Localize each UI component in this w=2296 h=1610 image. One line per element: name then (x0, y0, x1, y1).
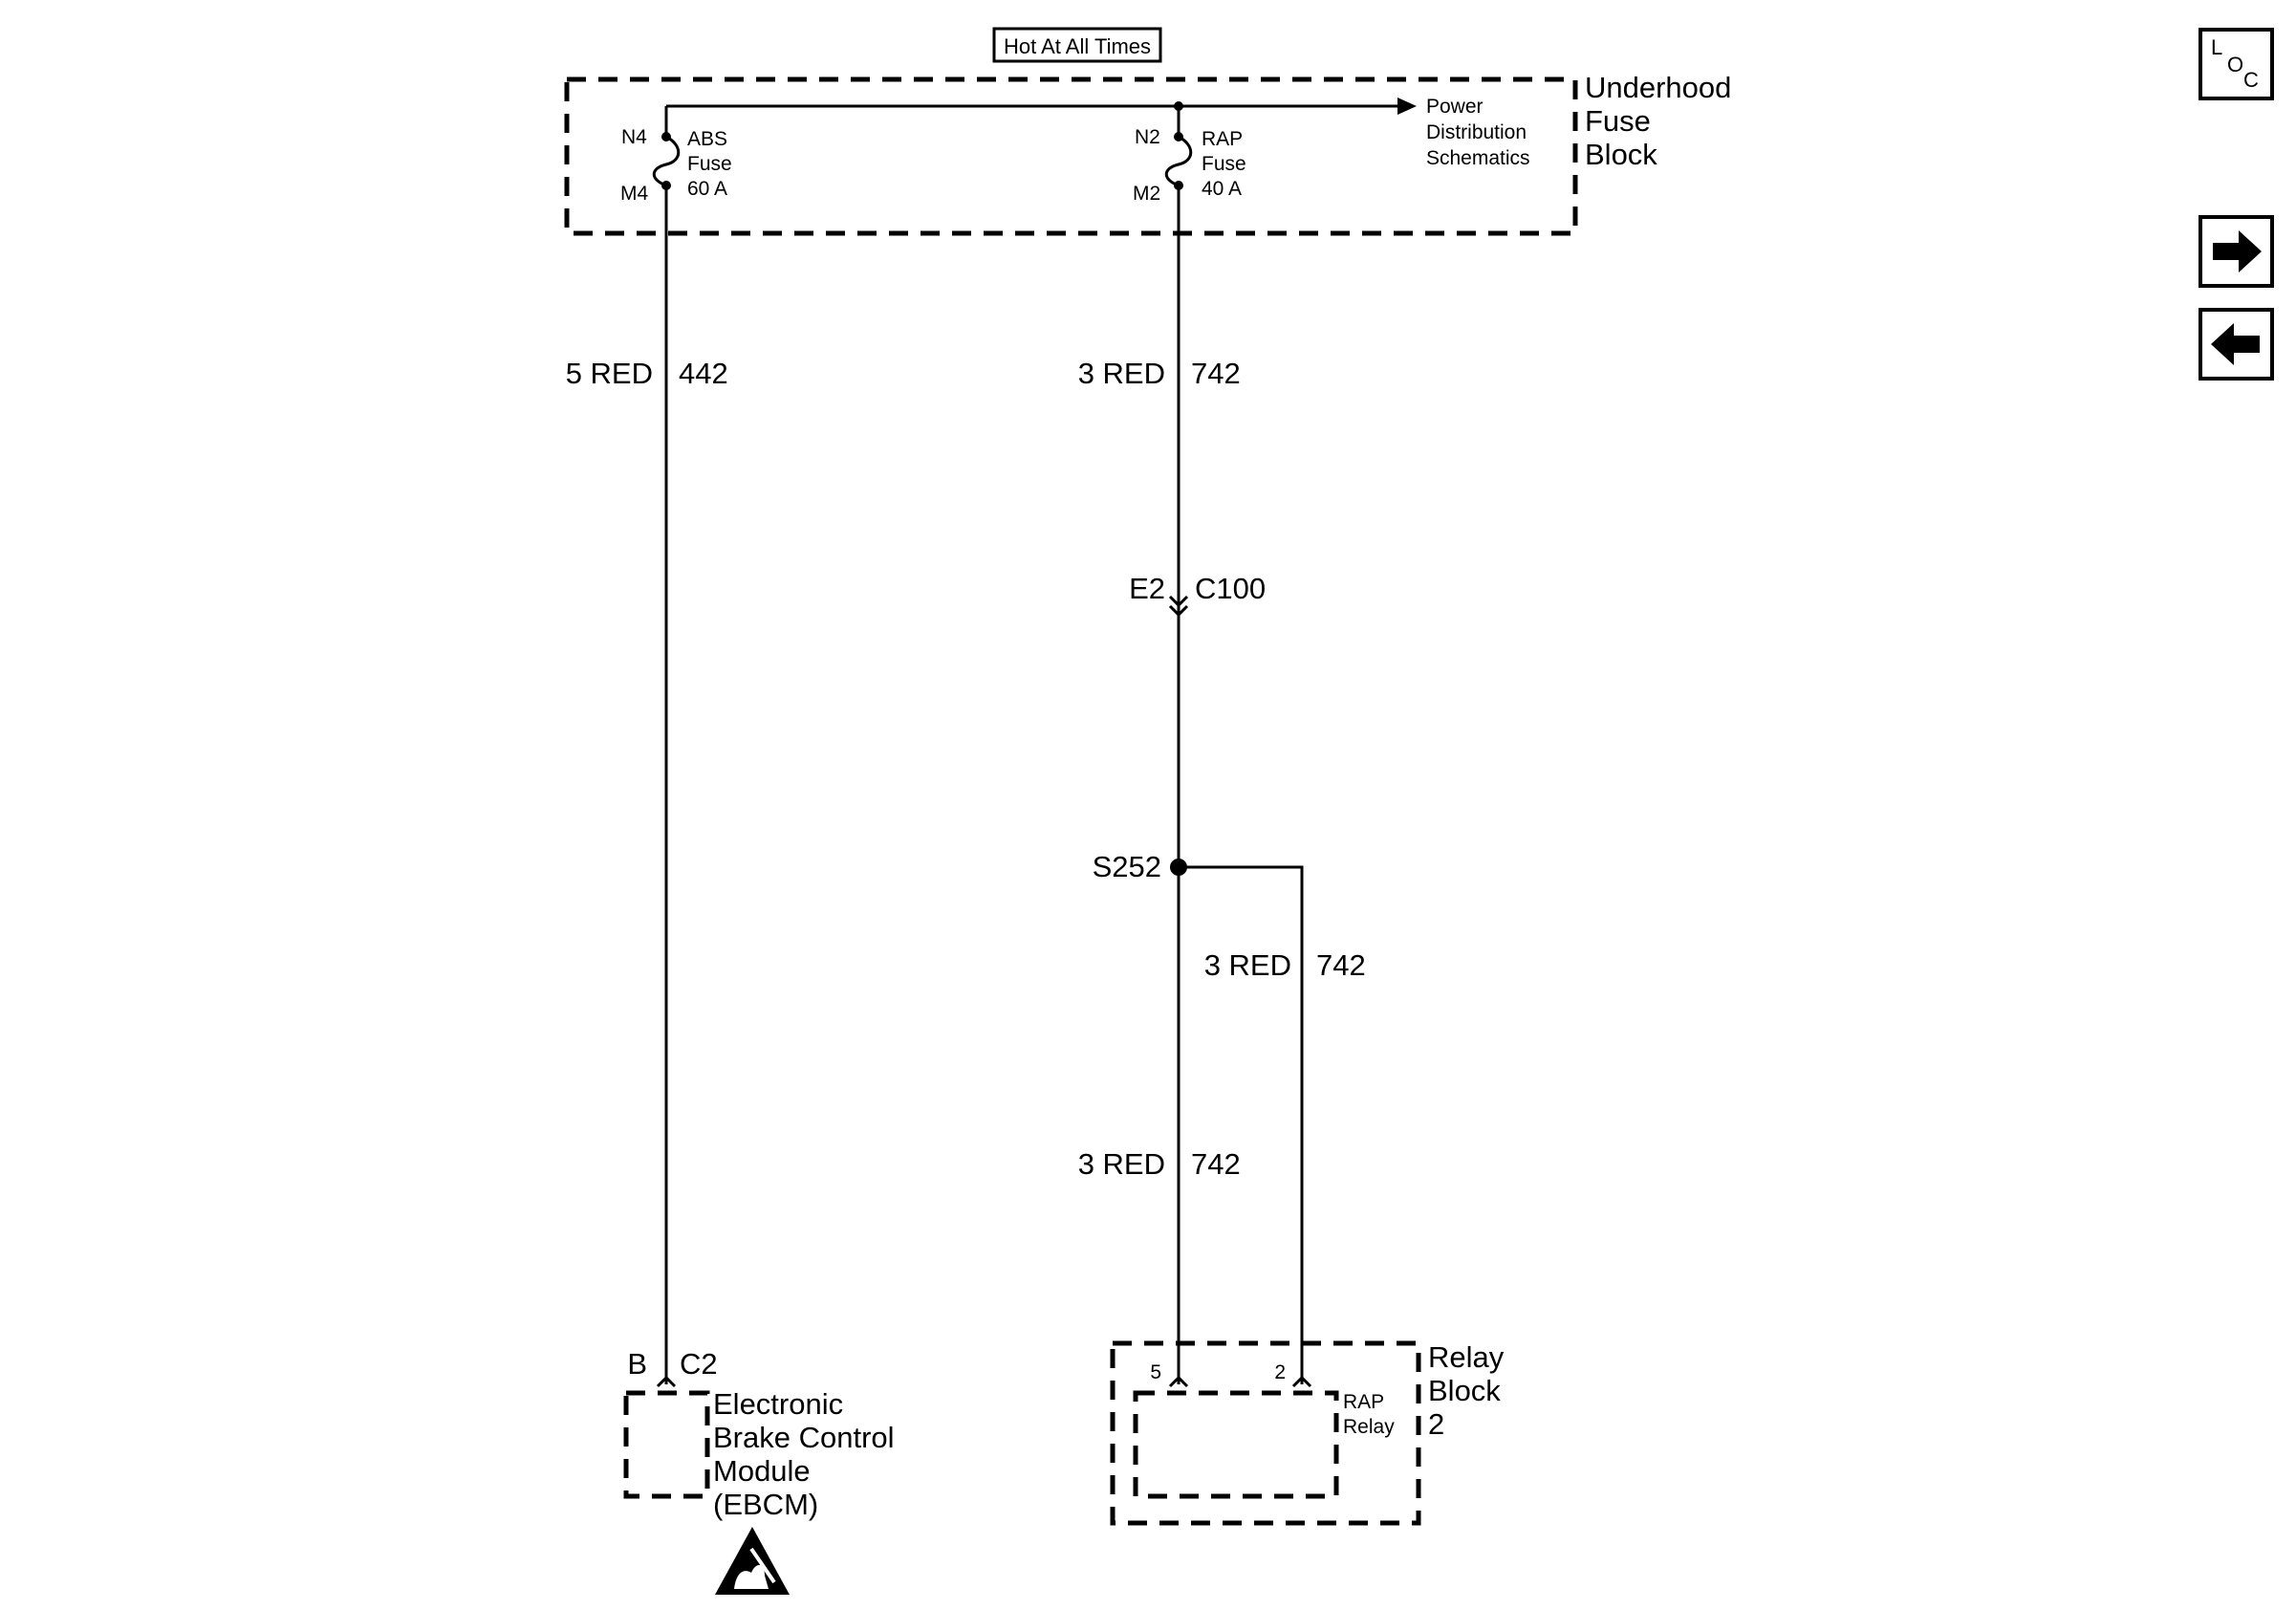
svg-text:Fuse: Fuse (687, 153, 732, 175)
svg-text:Schematics: Schematics (1426, 147, 1530, 169)
wire-742-relay: 3 RED 742 (1078, 867, 1241, 1384)
wire-742-feed: 3 RED 742 (1078, 185, 1241, 600)
svg-text:RAP: RAP (1343, 1391, 1384, 1413)
abs-fuse: N4 M4 ABS Fuse 60 A (620, 106, 732, 205)
fuse-block-name-line3: Block (1585, 138, 1657, 171)
svg-text:Hot At All Times: Hot At All Times (1004, 34, 1151, 58)
svg-text:Electronic: Electronic (713, 1387, 843, 1421)
bus-bar (666, 98, 1417, 115)
relay-pin-2: 2 (1274, 1361, 1286, 1383)
arrow-right-icon (2213, 230, 2262, 272)
wire-742-branch-circuit: 742 (1316, 948, 1366, 982)
abs-fuse-out-terminal: M4 (620, 183, 648, 205)
fuse-block-name-line2: Fuse (1585, 104, 1651, 138)
ebcm-module: B C2 Electronic Brake Control Module (EB… (623, 1347, 895, 1521)
svg-text:Module: Module (713, 1454, 811, 1488)
c100-pin: E2 (1129, 572, 1165, 605)
svg-text:Fuse: Fuse (1202, 153, 1246, 175)
previous-page-button[interactable] (2199, 308, 2274, 381)
hot-at-all-times-label: Hot At All Times (992, 27, 1162, 63)
splice-name: S252 (1093, 850, 1161, 883)
wire-742-size-color: 3 RED (1078, 357, 1165, 390)
esd-sensitive-icon (715, 1527, 790, 1595)
wire-442: 5 RED 442 (566, 185, 728, 1384)
svg-text:2: 2 (1428, 1407, 1444, 1441)
location-button[interactable]: L O C (2199, 28, 2274, 100)
connector-c100: E2 C100 (1129, 572, 1266, 867)
underhood-fuse-block: Underhood Fuse Block (564, 71, 1731, 236)
svg-text:(EBCM): (EBCM) (713, 1488, 818, 1521)
svg-text:Block: Block (1428, 1374, 1501, 1407)
c100-name: C100 (1195, 572, 1266, 605)
svg-text:40 A: 40 A (1202, 178, 1242, 200)
rap-fuse: N2 M2 RAP Fuse 40 A (1133, 106, 1246, 205)
arrow-left-icon (2211, 323, 2260, 365)
wire-442-size-color: 5 RED (566, 357, 653, 390)
wire-742-circuit: 742 (1191, 357, 1241, 390)
wire-742-branch-size-color: 3 RED (1204, 948, 1291, 982)
splice-s252: S252 (1093, 850, 1187, 883)
wire-742-branch: 3 RED 742 (1179, 865, 1366, 1384)
svg-text:Relay: Relay (1343, 1416, 1395, 1438)
svg-text:RAP: RAP (1202, 128, 1243, 150)
power-distribution-reference[interactable]: Power Distribution Schematics (1426, 96, 1530, 169)
location-icon: L O C (2211, 35, 2259, 92)
abs-fuse-in-terminal: N4 (621, 126, 647, 148)
fuse-block-name-line1: Underhood (1585, 71, 1731, 104)
svg-text:L: L (2211, 35, 2222, 59)
relay-block-2: Relay Block 2 5 2 (1110, 1340, 1505, 1526)
wire-742-relay-circuit: 742 (1191, 1147, 1241, 1181)
ebcm-pin: B (627, 1347, 647, 1381)
svg-text:Power: Power (1426, 96, 1484, 118)
ebcm-connector: C2 (680, 1347, 718, 1381)
svg-text:Distribution: Distribution (1426, 121, 1527, 143)
svg-text:Brake Control: Brake Control (713, 1421, 895, 1454)
rap-fuse-in-terminal: N2 (1135, 126, 1160, 148)
svg-text:ABS: ABS (687, 128, 727, 150)
svg-text:60 A: 60 A (687, 178, 727, 200)
wire-442-circuit: 442 (679, 357, 728, 390)
svg-text:O: O (2227, 53, 2243, 76)
svg-text:C: C (2243, 68, 2259, 92)
wire-742-relay-size-color: 3 RED (1078, 1147, 1165, 1181)
relay-pin-5: 5 (1150, 1361, 1161, 1383)
svg-text:Relay: Relay (1428, 1340, 1505, 1374)
rap-fuse-out-terminal: M2 (1133, 183, 1160, 205)
rap-relay: RAP Relay (1133, 1390, 1395, 1499)
next-page-button[interactable] (2199, 215, 2274, 288)
